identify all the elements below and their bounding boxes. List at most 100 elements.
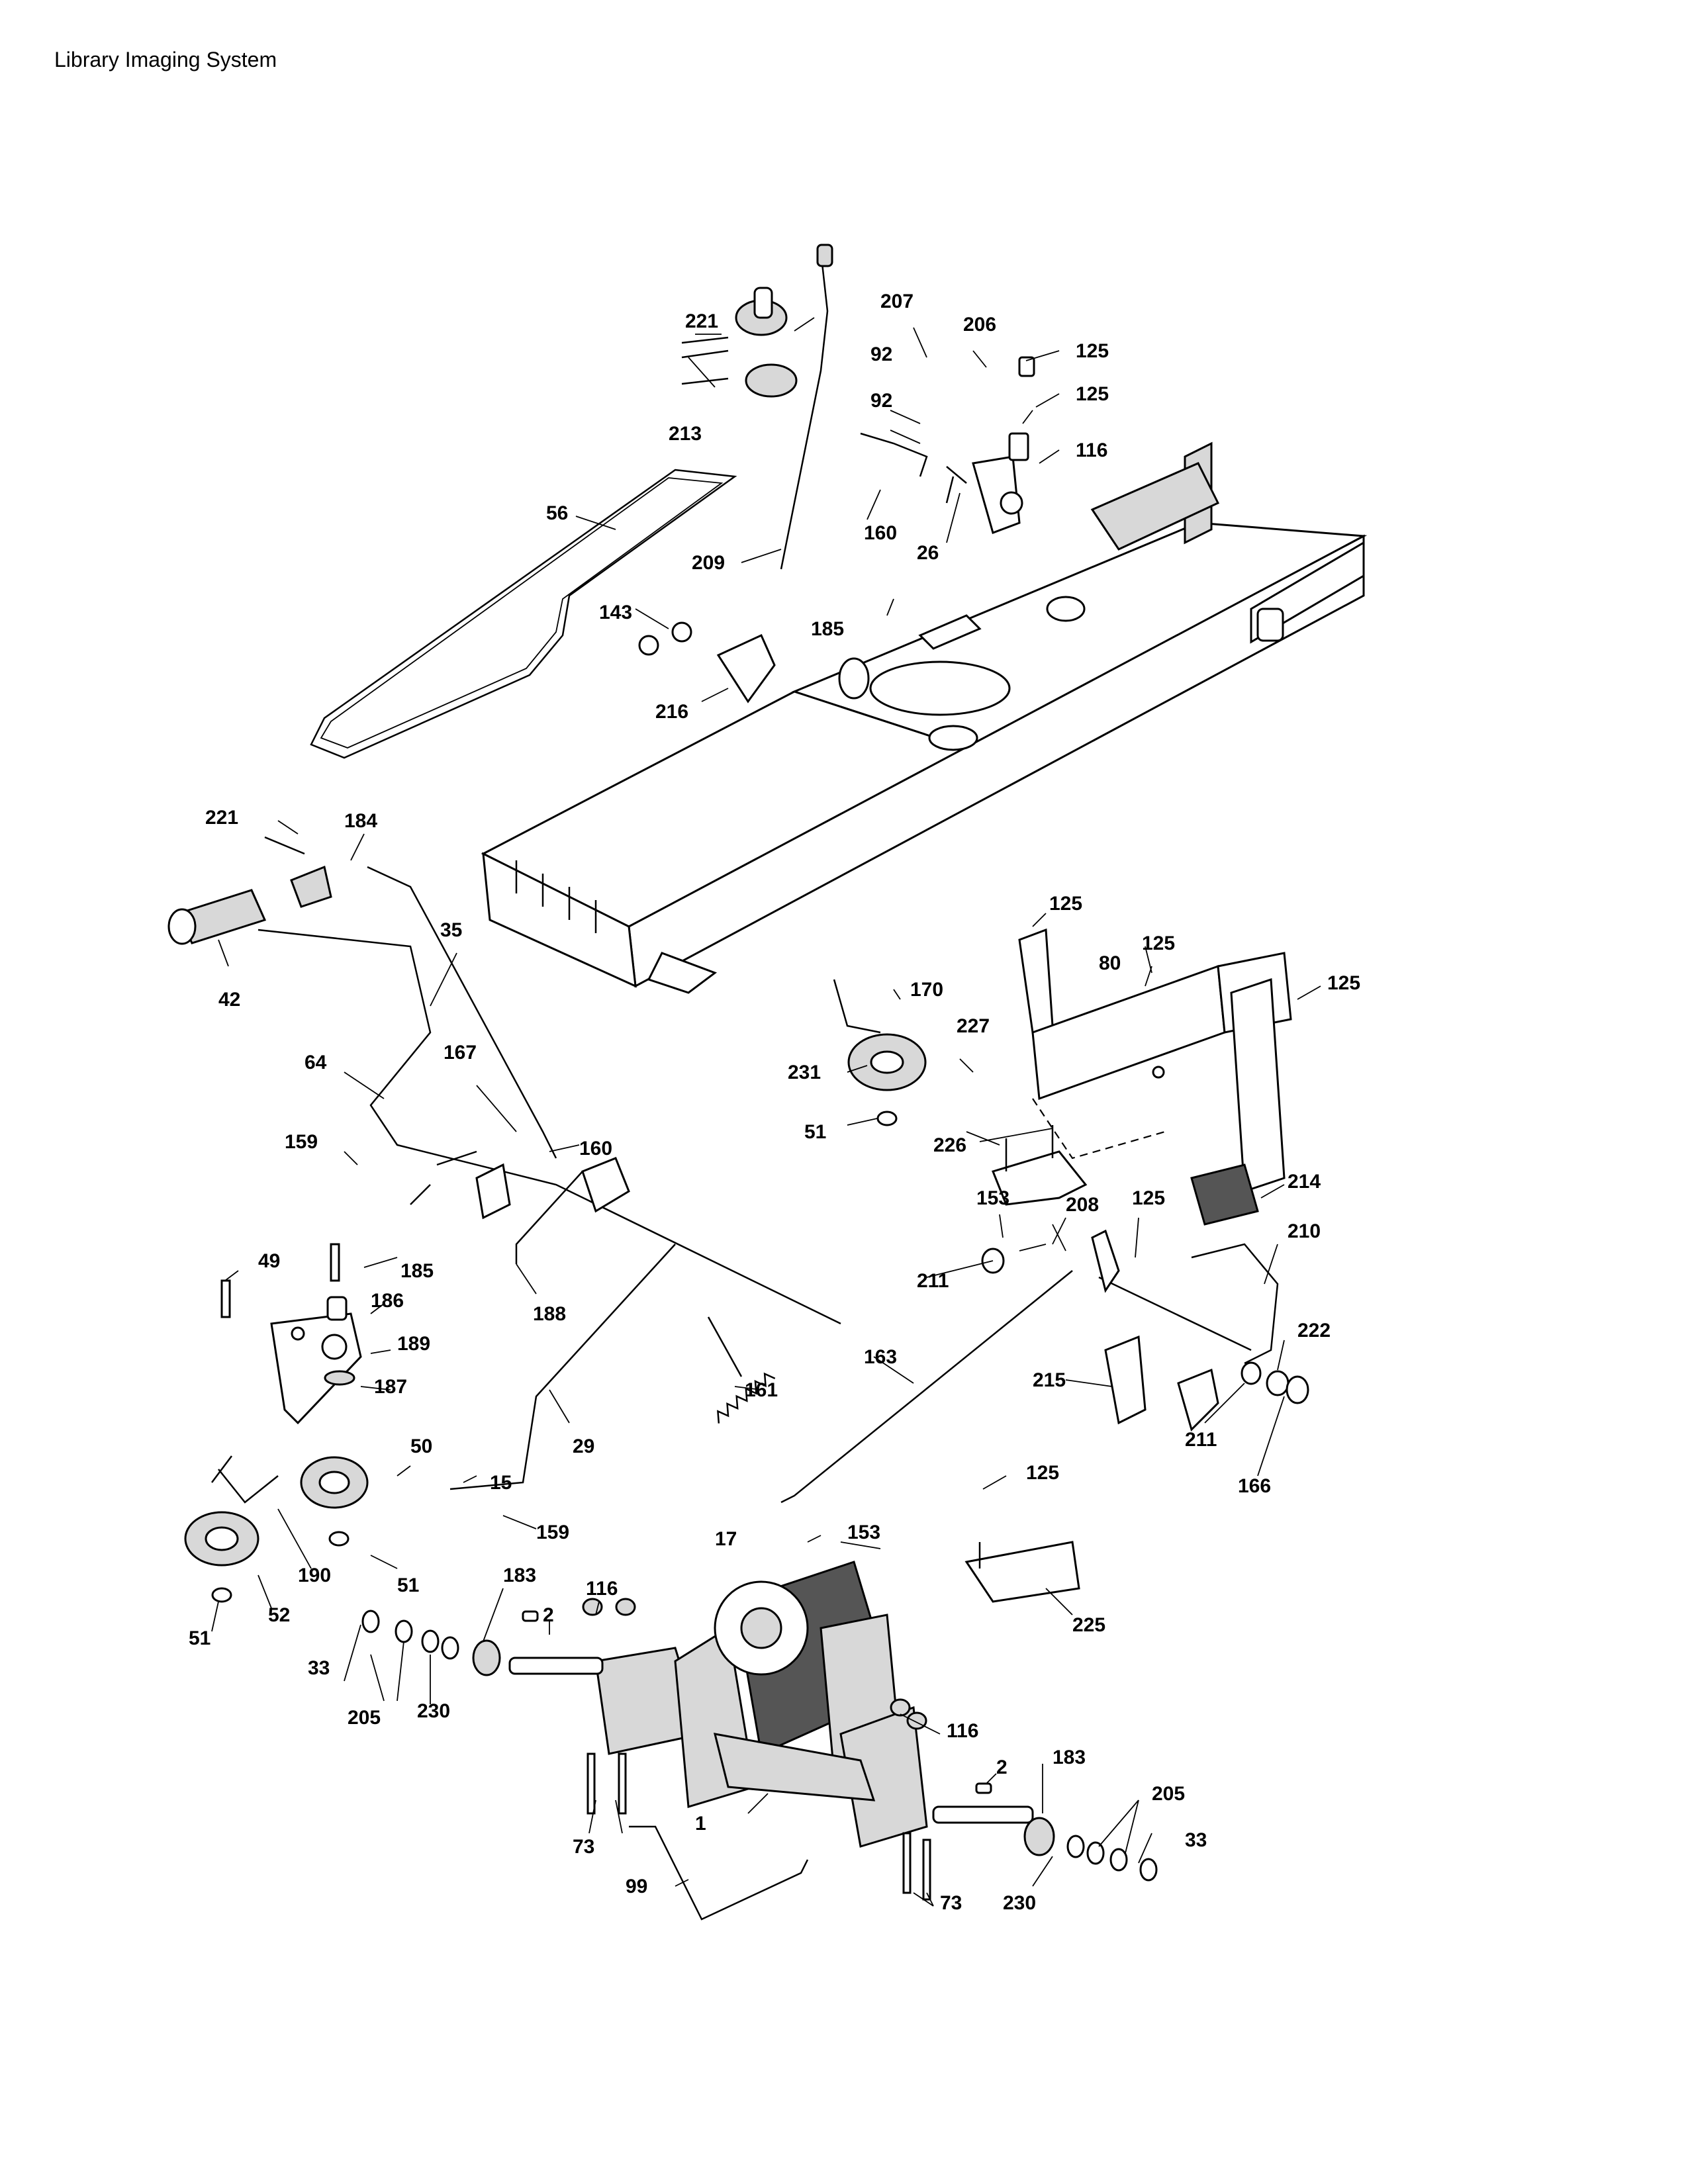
label-125-a: 125 (1076, 340, 1109, 362)
leader-lines (211, 317, 1321, 1907)
label-2-right: 2 (996, 1756, 1008, 1778)
label-42: 42 (218, 989, 240, 1011)
label-186: 186 (371, 1290, 404, 1312)
label-221-top: 221 (685, 310, 718, 332)
label-185-top: 185 (811, 618, 844, 640)
label-64: 64 (305, 1052, 327, 1073)
label-185-mid: 185 (400, 1260, 434, 1282)
label-209: 209 (692, 552, 725, 574)
rod-99 (629, 1825, 809, 1921)
label-221-mid: 221 (205, 807, 238, 829)
label-216: 216 (655, 701, 688, 723)
drive-belt (310, 469, 737, 759)
label-143: 143 (599, 602, 632, 623)
pulley-52 (184, 1455, 279, 1603)
label-230-right: 230 (1003, 1892, 1036, 1914)
label-160-top: 160 (864, 522, 897, 544)
label-170: 170 (910, 979, 943, 1001)
label-52: 52 (268, 1604, 290, 1626)
label-29: 29 (573, 1435, 594, 1457)
label-92-a: 92 (870, 343, 892, 365)
label-167: 167 (444, 1042, 477, 1064)
label-125-e: 125 (1327, 972, 1360, 994)
label-188: 188 (533, 1303, 566, 1325)
label-99: 99 (626, 1876, 647, 1897)
label-210: 210 (1288, 1220, 1321, 1242)
label-125-g: 125 (1026, 1462, 1059, 1484)
shift-bracket-upper (860, 356, 1035, 534)
label-125-c: 125 (1049, 893, 1082, 915)
label-213: 213 (669, 423, 702, 445)
label-206: 206 (963, 314, 996, 336)
label-125-d: 125 (1142, 933, 1175, 954)
spring-161 (717, 1372, 776, 1424)
bracket-225 (964, 1541, 1080, 1603)
label-215: 215 (1033, 1369, 1066, 1391)
label-73-right: 73 (940, 1892, 962, 1914)
pedal-shaft-linkage (167, 836, 841, 1490)
label-159-mid: 159 (285, 1131, 318, 1153)
label-35: 35 (440, 919, 462, 941)
bracket-80 (1018, 928, 1292, 1193)
label-166: 166 (1238, 1475, 1271, 1497)
label-163: 163 (864, 1346, 897, 1368)
label-231: 231 (788, 1062, 821, 1083)
label-73-left: 73 (573, 1836, 594, 1858)
label-116-top: 116 (1076, 439, 1107, 461)
label-2-left: 2 (543, 1604, 554, 1626)
label-56: 56 (546, 502, 568, 524)
label-92-b: 92 (870, 390, 892, 412)
axle-hardware-left (361, 1610, 539, 1676)
part-number-labels: 221 213 207 92 92 206 125 125 116 56 209… (189, 291, 1360, 1914)
label-183-left: 183 (503, 1565, 536, 1586)
label-160-mid: 160 (579, 1138, 612, 1160)
chassis-frame (481, 441, 1368, 994)
system-name-header: Library Imaging System (54, 48, 277, 71)
label-226: 226 (933, 1134, 966, 1156)
label-187: 187 (374, 1376, 407, 1398)
label-1: 1 (695, 1813, 706, 1835)
pulley-231 (833, 979, 927, 1126)
label-205-left: 205 (348, 1707, 381, 1729)
label-222: 222 (1297, 1320, 1331, 1342)
pulley-50 (300, 1456, 369, 1547)
label-211-left: 211 (917, 1270, 949, 1292)
label-17: 17 (715, 1528, 737, 1550)
label-183-right: 183 (1053, 1747, 1086, 1768)
label-51-left: 51 (397, 1574, 419, 1596)
label-230-left: 230 (417, 1700, 450, 1722)
label-208: 208 (1066, 1194, 1099, 1216)
label-51-low: 51 (189, 1627, 211, 1649)
label-33-left: 33 (308, 1657, 330, 1679)
label-116-left: 116 (586, 1578, 618, 1600)
label-15: 15 (490, 1472, 512, 1494)
label-211-right: 211 (1185, 1429, 1217, 1451)
label-190: 190 (298, 1565, 331, 1586)
label-225: 225 (1072, 1614, 1105, 1636)
bracket-216 (638, 621, 776, 704)
label-161: 161 (745, 1379, 778, 1401)
label-26: 26 (917, 542, 939, 564)
label-80: 80 (1099, 952, 1121, 974)
label-153-low: 153 (847, 1522, 880, 1543)
label-50: 50 (410, 1435, 432, 1457)
axle-hardware-right (975, 1782, 1158, 1882)
label-159-low: 159 (536, 1522, 569, 1543)
label-214: 214 (1288, 1171, 1321, 1193)
label-51-mid: 51 (804, 1121, 826, 1143)
idler-bracket-189 (220, 1243, 362, 1425)
label-49: 49 (258, 1250, 280, 1272)
label-125-f: 125 (1132, 1187, 1165, 1209)
label-153-top: 153 (976, 1187, 1009, 1209)
brake-pedal-assembly (780, 1163, 1309, 1504)
label-33-right: 33 (1185, 1829, 1207, 1851)
bracket-226 (991, 1125, 1088, 1206)
label-227: 227 (957, 1015, 990, 1037)
label-207: 207 (880, 291, 914, 312)
label-116-right: 116 (947, 1720, 978, 1742)
label-205-right: 205 (1152, 1783, 1185, 1805)
label-184: 184 (344, 810, 377, 832)
label-125-b: 125 (1076, 383, 1109, 405)
label-189: 189 (397, 1333, 430, 1355)
